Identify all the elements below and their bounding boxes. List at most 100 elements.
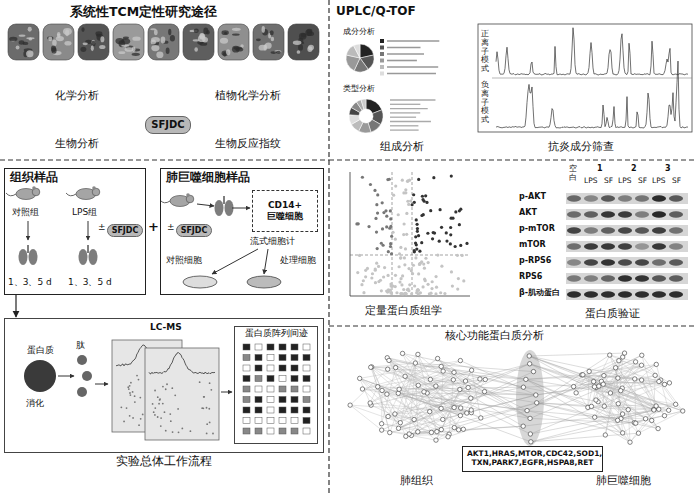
network-edge [395, 414, 449, 434]
herb-texture [9, 37, 17, 42]
lcms-spot [212, 433, 214, 435]
network-edge [448, 411, 527, 437]
array-cell [243, 365, 250, 371]
node-text: SFJDC [112, 226, 139, 236]
network-node [628, 440, 632, 444]
herb-texture [221, 30, 228, 35]
network-edge [655, 375, 675, 404]
network-edge [360, 378, 401, 422]
protein-point [380, 289, 383, 292]
protein-point [408, 283, 411, 286]
flow-arrow [221, 392, 232, 393]
flow-arrow [28, 221, 29, 240]
blot-band [635, 211, 649, 218]
network-edge [595, 353, 625, 417]
analysis-label: 化学分析 [55, 90, 99, 103]
protein-point [377, 280, 380, 283]
protein-point [413, 201, 416, 204]
herb-texture [232, 46, 240, 53]
protein-point [417, 178, 420, 181]
plot-axis [350, 172, 351, 296]
lcms-spot [201, 407, 203, 409]
protein-point [391, 284, 394, 287]
network-edge [526, 379, 611, 393]
network-edge [370, 387, 378, 403]
network-node [636, 431, 640, 435]
lcms-spot [134, 395, 136, 397]
network-node [594, 398, 598, 402]
network-node [589, 404, 593, 408]
protein-point [389, 242, 392, 245]
network-edge [530, 364, 654, 410]
panel-caption: 实验总体工作流程 [5, 455, 323, 469]
blot-band [635, 291, 649, 298]
blot-band [618, 259, 632, 266]
plus-minus-sign: ± [98, 222, 106, 232]
node-text: AKT1,HRAS,MTOR,CDC42,SOD1, TXN,PARK7,EGF… [467, 449, 598, 468]
herb-texture [123, 36, 129, 39]
network-node [528, 432, 532, 436]
protein-point [392, 194, 395, 197]
network-label: 肺巨噬细胞 [596, 475, 651, 488]
protein-point [438, 240, 441, 243]
blot-band [635, 259, 649, 266]
protein-point [374, 281, 377, 284]
lcms-spot [159, 399, 161, 401]
herb-texture [198, 35, 206, 42]
network-node [640, 353, 644, 357]
network-node [525, 408, 529, 412]
network-edge [405, 376, 461, 408]
panel-caption: 组成分析 [380, 141, 424, 154]
array-cell [279, 376, 286, 382]
cell-label: 对照细胞 [166, 255, 202, 265]
protein-point [373, 189, 376, 192]
array-cell [303, 386, 310, 392]
protein-point [421, 285, 424, 288]
protein-point [407, 289, 410, 292]
chromatogram-trace [496, 61, 688, 128]
protein-point [390, 292, 393, 295]
herb-texture [48, 36, 52, 41]
protein-point [421, 198, 424, 201]
lcms-spot [140, 418, 142, 420]
protein-point [397, 213, 400, 216]
trachea [27, 245, 29, 253]
network-edge [399, 379, 526, 428]
network-node [681, 409, 685, 413]
protein-point [404, 292, 407, 295]
protein-point [400, 292, 403, 295]
herb-photo [288, 24, 319, 60]
array-cell [303, 376, 310, 382]
network-edge [448, 380, 485, 437]
legend-entry-mark [390, 121, 431, 122]
herb-texture [270, 30, 274, 35]
donut-slice [349, 115, 360, 125]
lcms-spot [128, 388, 130, 390]
lcms-spot [203, 396, 205, 398]
protein-label: RPS6 [519, 272, 542, 281]
network-edge [415, 363, 460, 408]
network-edge [599, 365, 642, 386]
herb-texture [259, 45, 267, 51]
array-cell [243, 428, 250, 434]
herb-texture [132, 53, 140, 56]
blot-band [669, 275, 683, 282]
lcms-spot [166, 383, 168, 385]
lcms-spot [132, 417, 134, 419]
network-node [422, 390, 426, 394]
protein-point [384, 209, 387, 212]
herb-texture [232, 33, 240, 35]
network-edge [431, 410, 471, 432]
blot-band [669, 291, 683, 298]
protein-point [376, 211, 379, 214]
threshold-line [412, 172, 413, 296]
network-edge [642, 355, 683, 411]
lcms-spot [206, 423, 208, 425]
lcms-spot [132, 391, 134, 393]
network-node [616, 376, 620, 380]
protein-point [423, 267, 426, 270]
herb-texture [293, 41, 302, 45]
herb-texture [256, 38, 261, 41]
lcms-spot [154, 390, 156, 392]
lcms-spot [134, 401, 136, 403]
